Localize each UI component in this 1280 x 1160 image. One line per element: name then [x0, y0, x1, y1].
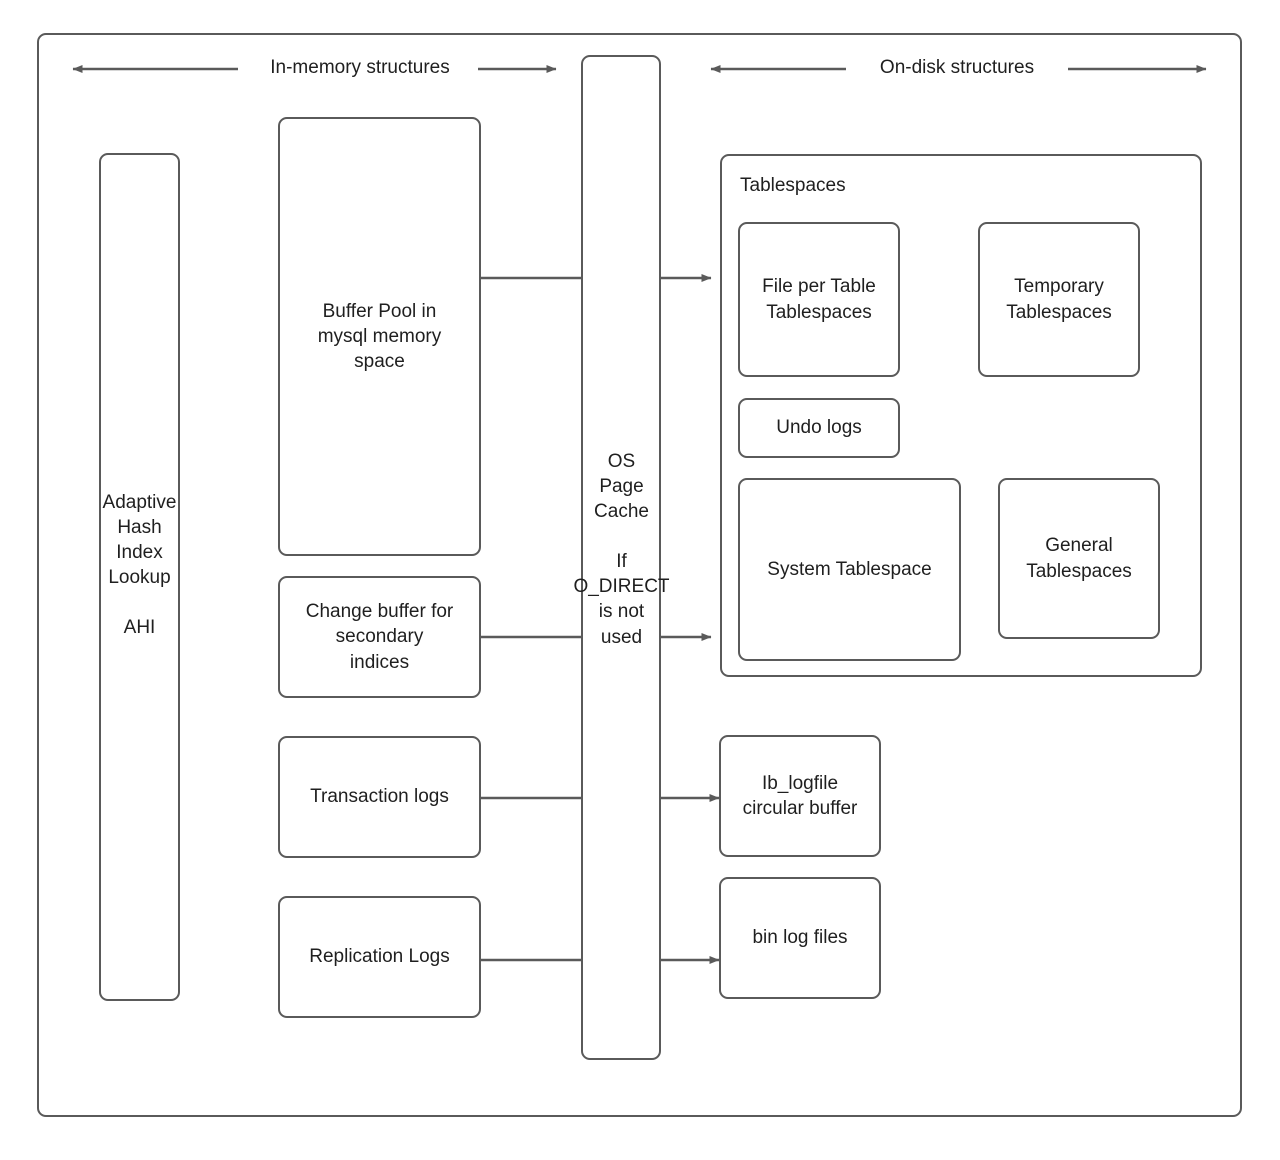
box-general-tablespaces[interactable]: General Tablespaces	[998, 478, 1160, 639]
box-transaction-logs[interactable]: Transaction logs	[278, 736, 481, 858]
group-tablespaces-label: Tablespaces	[740, 175, 846, 196]
box-change-buffer[interactable]: Change buffer for secondary indices	[278, 576, 481, 698]
box-ib-logfile-circular-buffer[interactable]: Ib_logfile circular buffer	[719, 735, 881, 857]
box-undo-logs[interactable]: Undo logs	[738, 398, 900, 458]
box-file-per-table-tablespaces[interactable]: File per Table Tablespaces	[738, 222, 900, 377]
box-system-tablespace[interactable]: System Tablespace	[738, 478, 961, 661]
box-temporary-tablespaces[interactable]: Temporary Tablespaces	[978, 222, 1140, 377]
box-adaptive-hash-index[interactable]	[99, 153, 180, 1001]
box-replication-logs[interactable]: Replication Logs	[278, 896, 481, 1018]
group-tablespaces	[720, 154, 1202, 677]
box-os-page-cache[interactable]	[581, 55, 661, 1060]
diagram-outer-frame	[37, 33, 1242, 1117]
box-buffer-pool[interactable]: Buffer Pool in mysql memory space	[278, 117, 481, 556]
box-bin-log-files[interactable]: bin log files	[719, 877, 881, 999]
band-label-on-disk: On-disk structures	[879, 57, 1035, 78]
band-label-in-memory: In-memory structures	[270, 57, 450, 78]
